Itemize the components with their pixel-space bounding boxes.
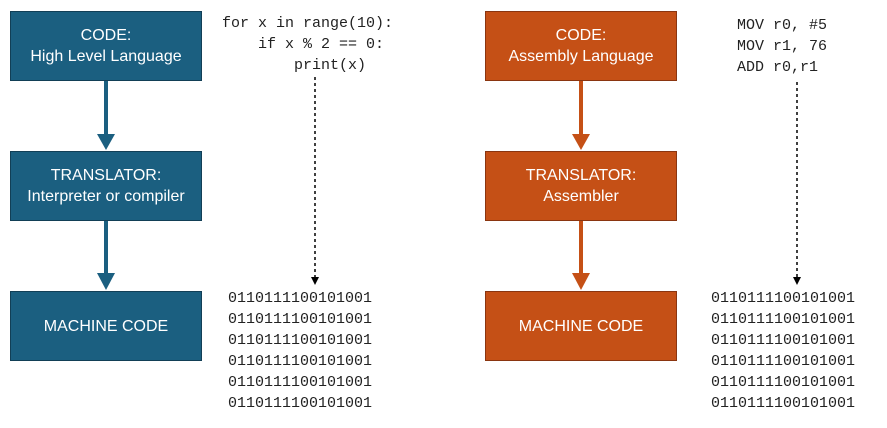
- left-binary-line: 0110111100101001: [228, 395, 373, 412]
- left-translator-box-title: TRANSLATOR:: [50, 167, 162, 184]
- left-source-line: print(x): [222, 57, 367, 74]
- right-binary-line: 0110111100101001: [711, 311, 856, 328]
- left-machine-code-box: MACHINE CODE: [10, 291, 202, 361]
- left-arrow-code-to-translator: [97, 81, 115, 150]
- right-machine-code-box-label: MACHINE CODE: [518, 317, 644, 335]
- right-source-code: MOV r0, #5 MOV r1, 76 ADD r0,r1: [737, 15, 827, 78]
- right-binary-output: 0110111100101001 0110111100101001 011011…: [711, 288, 855, 414]
- left-code-box-subtitle: High Level Language: [30, 48, 182, 65]
- right-binary-line: 0110111100101001: [711, 290, 856, 307]
- left-binary-line: 0110111100101001: [228, 332, 373, 349]
- left-source-code: for x in range(10): if x % 2 == 0: print…: [222, 13, 393, 76]
- right-binary-line: 0110111100101001: [711, 353, 856, 370]
- left-code-box-title: CODE:: [80, 27, 132, 44]
- left-binary-output: 0110111100101001 0110111100101001 011011…: [228, 288, 372, 414]
- right-translator-box-subtitle: Assembler: [543, 188, 619, 205]
- right-source-line: MOV r0, #5: [737, 17, 828, 34]
- left-source-line: if x % 2 == 0:: [222, 36, 385, 53]
- right-code-box-title: CODE:: [555, 27, 607, 44]
- right-arrow-translator-to-machine: [572, 221, 590, 290]
- left-source-line: for x in range(10):: [222, 15, 394, 32]
- left-binary-line: 0110111100101001: [228, 311, 373, 328]
- right-binary-line: 0110111100101001: [711, 395, 856, 412]
- left-binary-line: 0110111100101001: [228, 353, 373, 370]
- left-translator-box-subtitle: Interpreter or compiler: [27, 188, 185, 205]
- right-code-box-subtitle: Assembly Language: [508, 48, 654, 65]
- left-dotted-arrow: [311, 77, 319, 285]
- left-machine-code-box-label: MACHINE CODE: [43, 317, 169, 335]
- right-binary-line: 0110111100101001: [711, 332, 856, 349]
- left-binary-line: 0110111100101001: [228, 374, 373, 391]
- left-arrow-translator-to-machine: [97, 221, 115, 290]
- right-binary-line: 0110111100101001: [711, 374, 856, 391]
- left-binary-line: 0110111100101001: [228, 290, 373, 307]
- right-source-line: ADD r0,r1: [737, 59, 819, 76]
- right-dotted-arrow: [793, 82, 801, 285]
- right-arrow-code-to-translator: [572, 81, 590, 150]
- right-source-line: MOV r1, 76: [737, 38, 828, 55]
- left-translator-box: TRANSLATOR: Interpreter or compiler: [10, 151, 202, 221]
- right-code-box: CODE: Assembly Language: [485, 11, 677, 81]
- right-translator-box: TRANSLATOR: Assembler: [485, 151, 677, 221]
- right-translator-box-title: TRANSLATOR:: [525, 167, 637, 184]
- right-machine-code-box: MACHINE CODE: [485, 291, 677, 361]
- left-code-box: CODE: High Level Language: [10, 11, 202, 81]
